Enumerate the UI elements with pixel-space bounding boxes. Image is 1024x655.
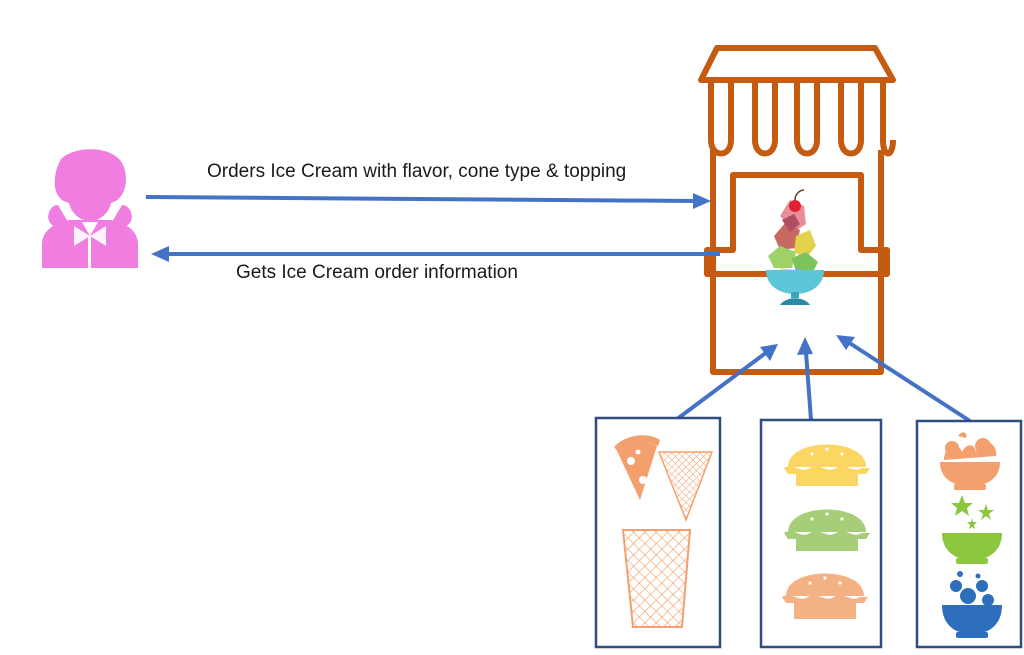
cone-arrow xyxy=(663,344,778,430)
flavor-arrow xyxy=(797,337,813,421)
topping-arrow xyxy=(836,335,972,423)
pizza-cone-icon xyxy=(614,435,660,500)
berry-bowl-icon xyxy=(942,571,1002,638)
customer-icon xyxy=(42,149,138,268)
waffle-cone-icon xyxy=(657,451,714,523)
order-label: Orders Ice Cream with flavor, cone type … xyxy=(207,161,627,182)
info-label: Gets Ice Cream order information xyxy=(236,262,518,283)
waffle-cup-icon xyxy=(621,529,692,628)
order-arrow xyxy=(145,193,711,209)
ice-cream-shop-icon xyxy=(698,45,896,375)
ice-cream-sundae-icon xyxy=(766,189,824,305)
fruit-bowl-icon xyxy=(940,432,1000,490)
info-arrow xyxy=(151,246,720,262)
green-pie-icon xyxy=(784,509,870,551)
orange-pie-icon xyxy=(782,573,868,619)
yellow-pie-icon xyxy=(784,444,870,486)
star-bowl-icon xyxy=(942,495,1002,564)
